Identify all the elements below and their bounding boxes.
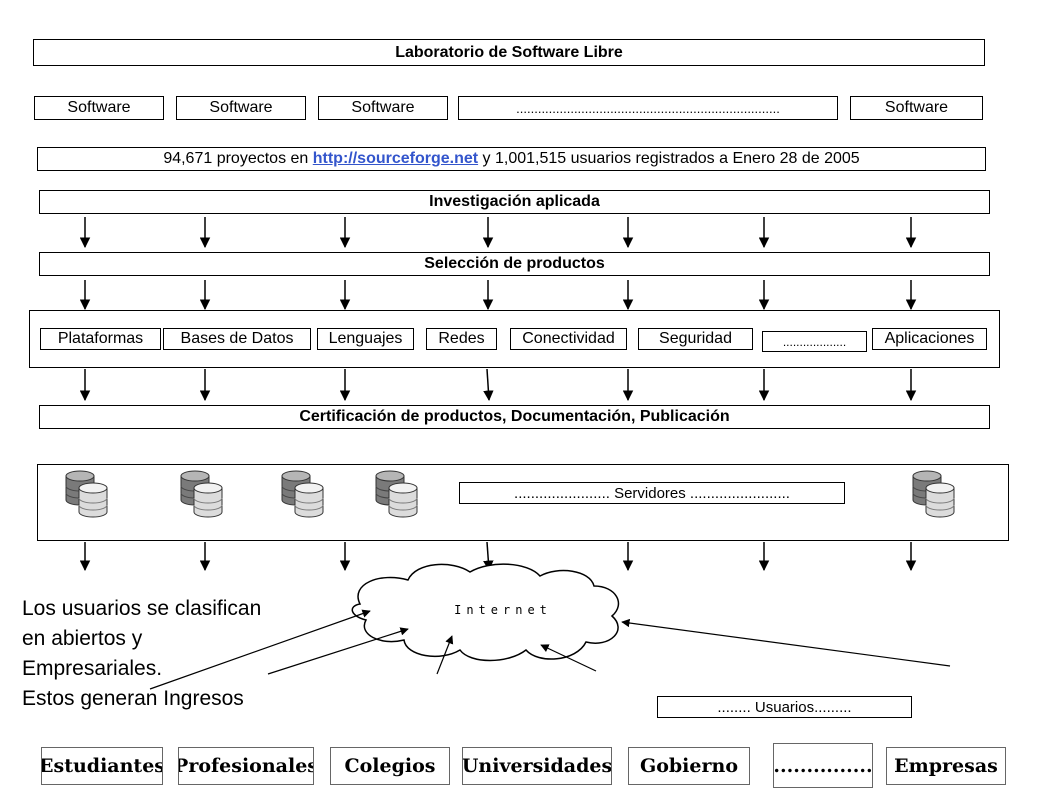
category-box: Aplicaciones [872, 328, 987, 350]
cloud-icon [351, 563, 620, 662]
user-type-ellipsis: ............... [773, 743, 873, 788]
usuarios-box: ........ Usuarios......... [657, 696, 912, 718]
internet-label: Internet [454, 603, 552, 617]
users-note: Los usuarios se clasifican en abiertos y… [22, 594, 261, 714]
software-box: Software [176, 96, 306, 120]
category-box: ................... [762, 331, 867, 352]
category-box: Lenguajes [317, 328, 414, 350]
software-box: Software [850, 96, 983, 120]
investigacion-box: Investigación aplicada [39, 190, 990, 214]
certificacion-box: Certificación de productos, Documentació… [39, 405, 990, 429]
category-box: Conectividad [510, 328, 627, 350]
arrow-row-1 [79, 217, 917, 249]
user-type-estudiantes: Estudiantes [41, 747, 163, 785]
user-type-universidades: Universidades [462, 747, 612, 785]
servidores-box: ....................... Servidores .....… [459, 482, 845, 504]
user-type-gobierno: Gobierno [628, 747, 750, 785]
category-box: Bases de Datos [163, 328, 311, 350]
user-type-profesionales: Profesionales [178, 747, 314, 785]
category-box: Seguridad [638, 328, 753, 350]
category-box: Redes [426, 328, 497, 350]
software-box: Software [318, 96, 448, 120]
note-line: Empresariales. [22, 657, 163, 680]
page-title: Laboratorio de Software Libre [33, 39, 985, 66]
note-line: en abiertos y [22, 627, 143, 650]
stats-text-before: 94,671 proyectos en [163, 150, 313, 167]
stats-text-after: y 1,001,515 usuarios registrados a Enero… [478, 150, 860, 167]
software-box: Software [34, 96, 164, 120]
software-ellipsis-box: ........................................… [458, 96, 838, 120]
database-icon [65, 470, 108, 518]
seleccion-box: Selección de productos [39, 252, 990, 276]
note-line: Estos generan Ingresos [22, 687, 244, 710]
database-icon [180, 470, 223, 518]
arrow-row-4 [79, 541, 917, 572]
category-box: Plataformas [40, 328, 161, 350]
database-icon [375, 470, 418, 518]
database-icon [912, 470, 955, 518]
stats-box: 94,671 proyectos en http://sourceforge.n… [37, 147, 986, 171]
user-type-colegios: Colegios [330, 747, 450, 785]
database-icon [281, 470, 324, 518]
user-type-empresas: Empresas [886, 747, 1006, 785]
arrow-row-2 [79, 280, 917, 311]
arrow-row-3 [79, 368, 917, 402]
note-line: Los usuarios se clasifican [22, 597, 262, 620]
sourceforge-link[interactable]: http://sourceforge.net [312, 150, 479, 167]
user-arrows [149, 609, 951, 690]
